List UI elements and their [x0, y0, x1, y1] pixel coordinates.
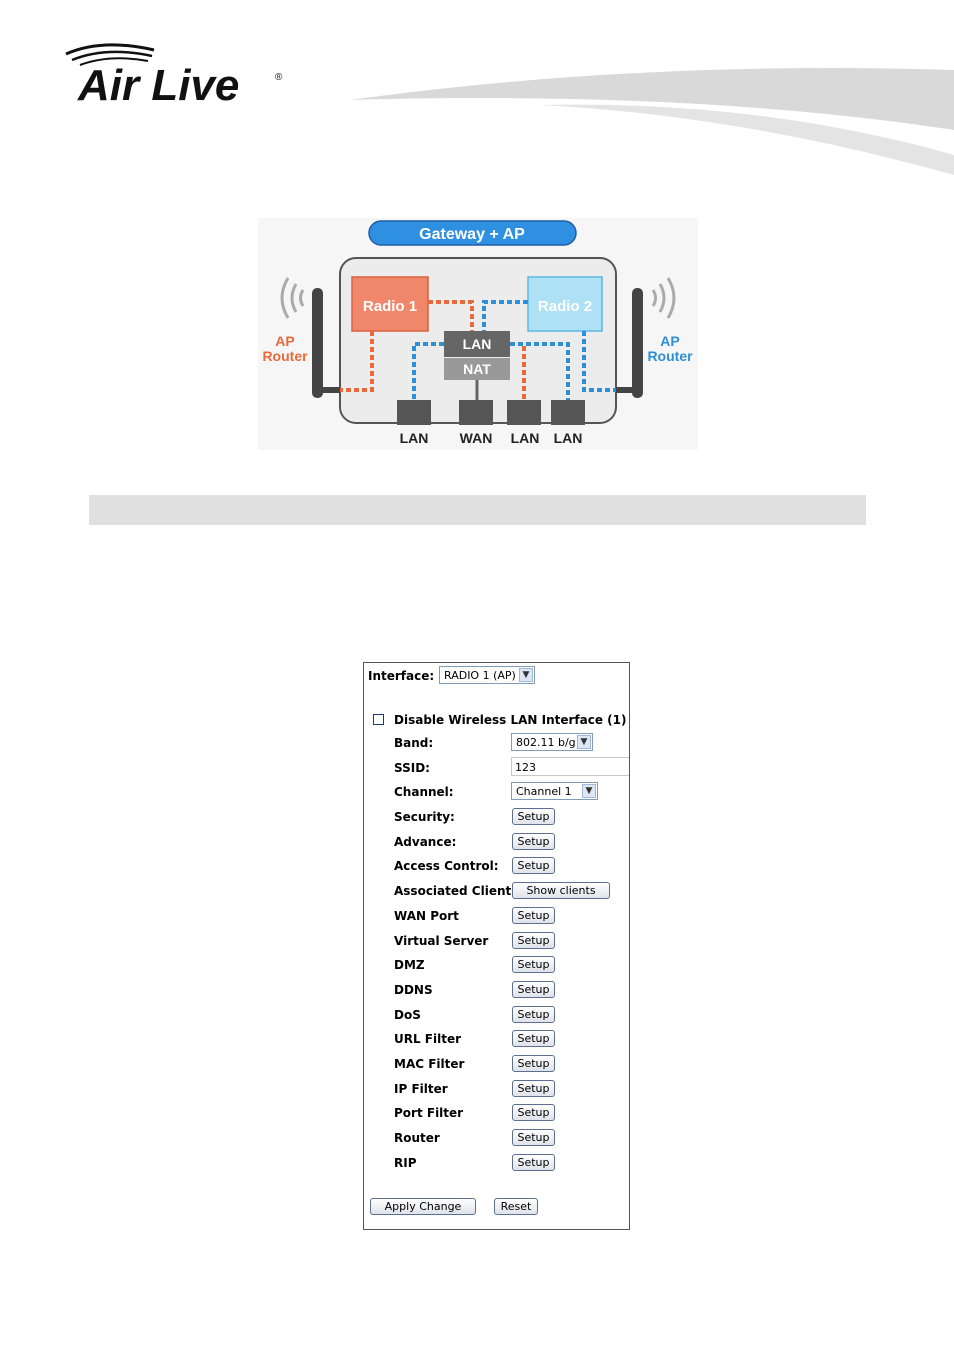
port-2: [459, 400, 493, 425]
band-label: Band:: [394, 736, 434, 750]
port-1: [397, 400, 431, 425]
setup-button[interactable]: Setup: [512, 1079, 555, 1097]
chevron-down-icon: ▼: [577, 735, 591, 749]
setup-button[interactable]: Setup: [512, 857, 555, 875]
setting-row-label: MAC Filter: [394, 1057, 465, 1071]
nat-block-label: NAT: [463, 361, 491, 377]
setup-button[interactable]: Setup: [512, 956, 555, 974]
setup-button[interactable]: Setup: [512, 980, 555, 998]
header-swoosh: [350, 68, 954, 175]
setting-row-label: DoS: [394, 1007, 421, 1022]
port-3: [507, 400, 541, 425]
interface-value: RADIO 1 (AP): [444, 669, 516, 682]
radio1-label: Radio 1: [363, 298, 417, 315]
disable-wlan-checkbox[interactable]: [373, 714, 384, 725]
apply-change-button[interactable]: Apply Change: [370, 1198, 476, 1215]
chevron-down-icon: ▼: [582, 784, 596, 798]
radio2-label: Radio 2: [538, 298, 592, 315]
setup-button[interactable]: Setup: [512, 1104, 555, 1122]
band-value: 802.11 b/g: [516, 736, 576, 749]
setup-button[interactable]: Setup: [512, 931, 555, 949]
left-antenna: [312, 288, 323, 398]
setting-row-label: IP Filter: [394, 1081, 448, 1096]
setup-button[interactable]: Setup: [512, 832, 555, 850]
setup-button[interactable]: Setup: [512, 1005, 555, 1023]
ssid-input[interactable]: 123: [511, 757, 629, 776]
setup-button[interactable]: Setup: [512, 808, 555, 825]
setting-row-label: Security:: [394, 810, 455, 824]
port-label-2: WAN: [460, 430, 493, 446]
setting-row-label: Router: [394, 1131, 440, 1146]
left-ap-label: AP: [275, 333, 294, 349]
port-label-3: LAN: [511, 430, 540, 446]
logo-text: Air Live: [77, 61, 239, 110]
setting-row-label: WAN Port: [394, 908, 459, 923]
setting-row-label: Access Control:: [394, 859, 499, 874]
right-ap-label: AP: [660, 333, 679, 349]
port-label-1: LAN: [400, 430, 429, 446]
setting-row-label: DMZ: [394, 958, 425, 973]
setting-row-label: Port Filter: [394, 1106, 464, 1121]
band-select[interactable]: 802.11 b/g ▼: [511, 733, 593, 751]
setup-button[interactable]: Setup: [512, 1030, 555, 1048]
channel-select[interactable]: Channel 1 ▼: [511, 782, 598, 800]
diagram-title: Gateway + AP: [419, 226, 525, 243]
setup-button[interactable]: Setup: [512, 1055, 555, 1072]
setting-row-label: Associated Clients:: [394, 884, 524, 899]
setup-button[interactable]: Setup: [512, 1129, 555, 1147]
chevron-down-icon: ▼: [519, 668, 533, 682]
interface-label: Interface:: [368, 669, 435, 683]
setting-row-label: Virtual Server: [394, 933, 489, 948]
right-antenna: [632, 288, 643, 398]
port-4: [551, 400, 585, 425]
right-router-label: Router: [647, 348, 693, 364]
airlive-logo: Air Live ®: [65, 43, 283, 110]
nat-block: [444, 358, 510, 380]
setting-row-label: Advance:: [394, 834, 457, 849]
ssid-value: 123: [515, 761, 536, 774]
channel-value: Channel 1: [516, 785, 572, 798]
ssid-label: SSID:: [394, 761, 430, 775]
lan-block: [444, 331, 510, 357]
title-pill: [368, 220, 577, 246]
gateway-ap-diagram: Gateway + AP AP Router AP Router Radio 1…: [258, 218, 698, 450]
section-heading-band: [89, 495, 866, 525]
port-label-4: LAN: [554, 430, 583, 446]
wireless-config-panel: Interface: RADIO 1 (AP) ▼ Disable Wirele…: [363, 662, 630, 1230]
disable-wlan-label: Disable Wireless LAN Interface (1): [394, 713, 627, 727]
interface-select[interactable]: RADIO 1 (AP) ▼: [439, 666, 535, 684]
setting-row-label: URL Filter: [394, 1032, 462, 1047]
setup-button[interactable]: Setup: [512, 1153, 555, 1171]
setup-button[interactable]: Setup: [512, 906, 555, 924]
show-clients-button[interactable]: Show clients: [512, 882, 610, 900]
setting-row-label: DDNS: [394, 982, 433, 997]
channel-label: Channel:: [394, 785, 454, 799]
left-router-label: Router: [262, 348, 308, 364]
reset-button[interactable]: Reset: [494, 1198, 538, 1215]
setting-row-label: RIP: [394, 1155, 417, 1170]
lan-block-label: LAN: [463, 336, 492, 352]
registered-mark: ®: [275, 72, 283, 83]
